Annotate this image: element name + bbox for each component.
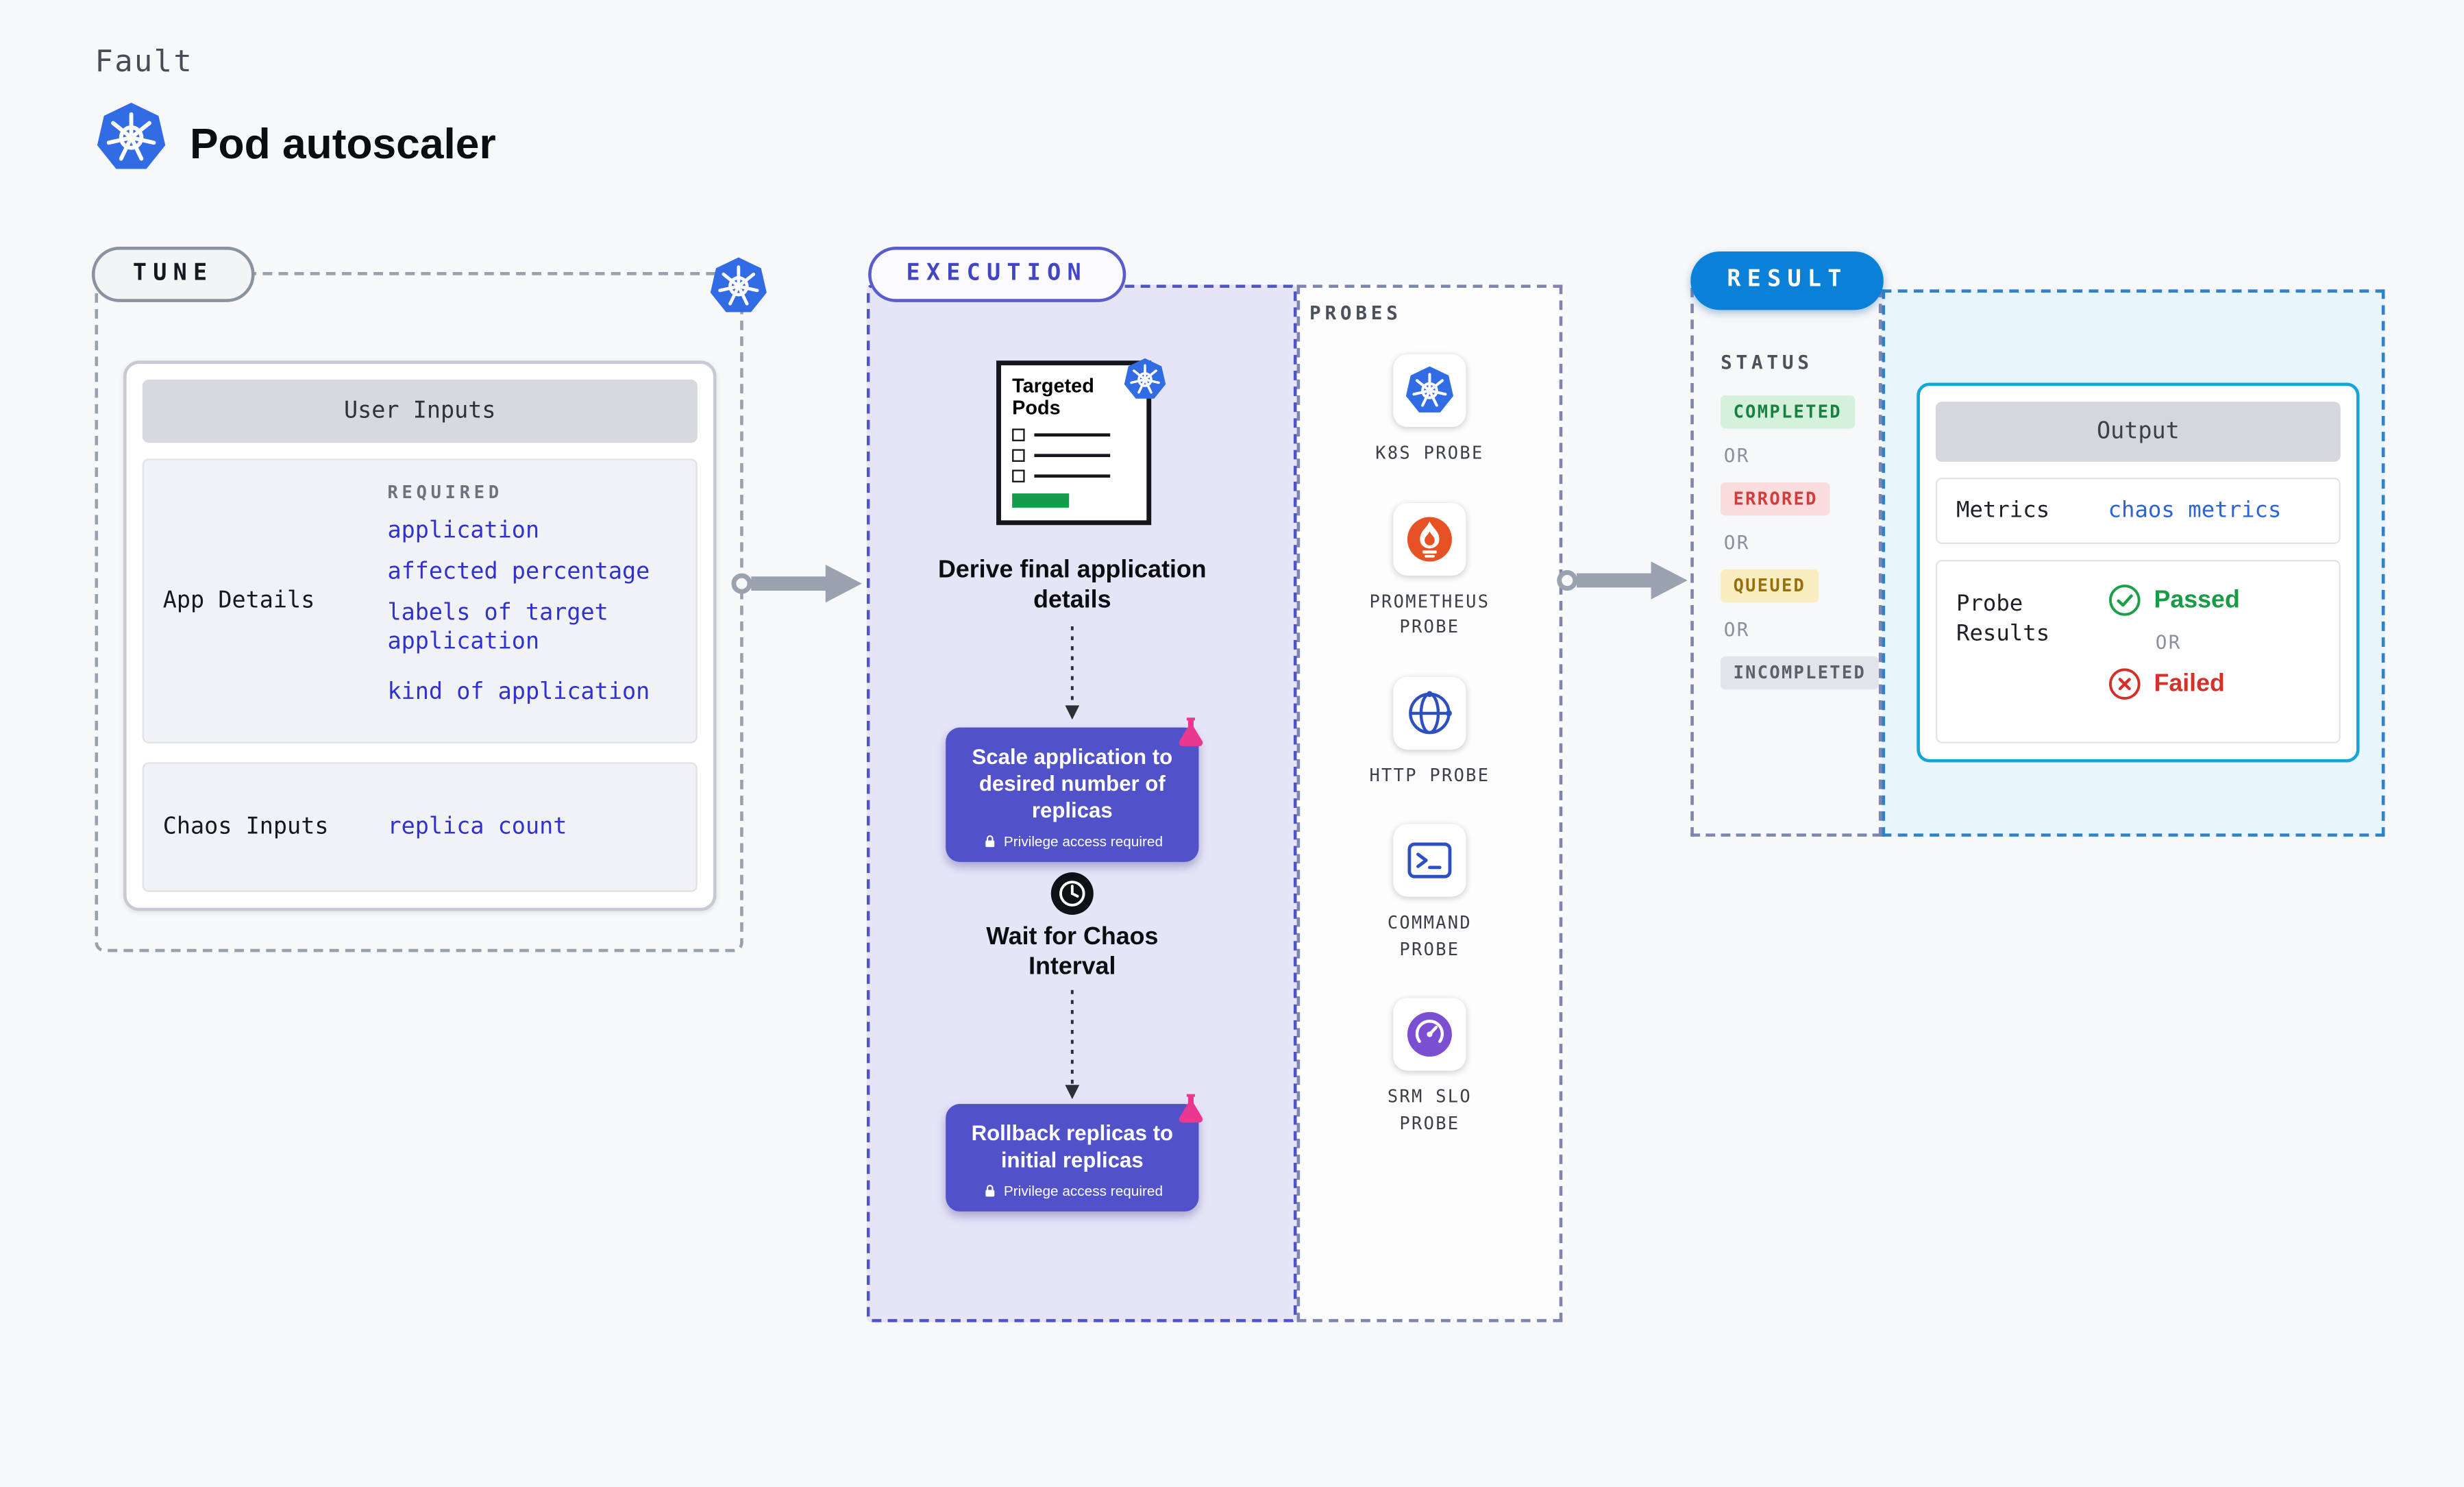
- list-line: [1034, 474, 1111, 478]
- rollback-step-box: Rollback replicas to initial replicas Pr…: [946, 1103, 1199, 1212]
- scale-step-title: Scale application to desired number of r…: [972, 745, 1173, 823]
- privilege-badge-text: Privilege access required: [1003, 1183, 1163, 1200]
- lock-icon: [982, 1183, 998, 1199]
- globe-probe-icon: [1393, 676, 1466, 749]
- required-label: REQUIRED: [387, 482, 503, 503]
- checkbox-icon: [1012, 428, 1025, 441]
- link-replica-count[interactable]: replica count: [387, 814, 567, 840]
- list-line: [1034, 453, 1111, 457]
- status-badge-incompleted: INCOMPLETED: [1721, 656, 1879, 690]
- prometheus-probe-icon: [1393, 502, 1466, 575]
- privilege-badge: Privilege access required: [961, 1183, 1183, 1200]
- checklist-row: [1012, 448, 1135, 462]
- app-details-links: REQUIRED application affected percentage…: [387, 482, 676, 720]
- app-details-label: App Details: [162, 588, 315, 614]
- link-affected-percentage[interactable]: affected percentage: [387, 560, 650, 585]
- status-badge-completed: COMPLETED: [1721, 395, 1855, 429]
- probe-item-srm-slo: SRM SLO PROBE: [1363, 998, 1496, 1137]
- chaos-inputs-label: Chaos Inputs: [162, 814, 329, 840]
- rollback-step-title: Rollback replicas to initial replicas: [971, 1121, 1173, 1172]
- user-inputs-card: User Inputs App Details REQUIRED applica…: [123, 360, 717, 911]
- app-details-box: App Details REQUIRED application affecte…: [142, 458, 698, 744]
- kubernetes-logo-icon: [95, 101, 167, 174]
- probe-label: COMMAND PROBE: [1387, 912, 1472, 959]
- output-title: Output: [1935, 402, 2341, 462]
- gauge-probe-icon: [1393, 998, 1466, 1071]
- link-labels-of-target-application[interactable]: labels of target application: [387, 601, 608, 655]
- kubernetes-icon: [709, 256, 769, 317]
- fault-kind-label: Fault: [95, 44, 194, 79]
- x-circle-icon: [2108, 667, 2141, 700]
- dotted-connector-arrow: [1065, 990, 1080, 1100]
- metrics-row: Metrics chaos metrics: [1935, 478, 2341, 544]
- chaos-flask-icon: [1174, 715, 1209, 750]
- or-label: OR: [2155, 630, 2182, 654]
- probes-list: K8S PROBE PROMETHEUS PROBE HTTP PROBE CO…: [1297, 284, 1563, 1322]
- probe-item-command: COMMAND PROBE: [1363, 824, 1496, 963]
- targeted-pods-title: Targeted Pods: [1012, 374, 1094, 420]
- tune-section: [95, 271, 743, 953]
- link-kind-of-application[interactable]: kind of application: [387, 680, 650, 706]
- probe-item-http: HTTP PROBE: [1363, 676, 1496, 789]
- result-output-section: Output Metrics chaos metrics Probe Resul…: [1882, 289, 2385, 837]
- probe-label: HTTP PROBE: [1369, 764, 1490, 785]
- privilege-badge: Privilege access required: [961, 834, 1183, 850]
- link-application[interactable]: application: [387, 519, 540, 544]
- probe-label: SRM SLO PROBE: [1387, 1086, 1472, 1133]
- checkbox-icon: [1012, 469, 1025, 482]
- probe-item-k8s: K8S PROBE: [1363, 354, 1496, 467]
- kubernetes-probe-icon: [1393, 354, 1466, 428]
- probes-section-label: PROBES: [1309, 302, 1402, 325]
- page-title: Pod autoscaler: [189, 120, 496, 168]
- check-circle-icon: [2108, 584, 2141, 617]
- terminal-probe-icon: [1393, 824, 1466, 897]
- checklist-row: [1012, 469, 1135, 482]
- wait-step-text: Wait for Chaos Interval: [986, 923, 1159, 981]
- flow-arrow-tune-to-execution: [730, 556, 866, 610]
- chaos-flask-icon: [1174, 1092, 1209, 1127]
- checklist-row: [1012, 428, 1135, 441]
- status-list: COMPLETED OR ERRORED OR QUEUED OR INCOMP…: [1721, 395, 1879, 690]
- user-inputs-title: User Inputs: [142, 379, 698, 443]
- checkbox-icon: [1012, 448, 1025, 462]
- failed-label: Failed: [2154, 669, 2225, 697]
- or-label: OR: [1723, 444, 1750, 467]
- tune-section-label: TUNE: [91, 247, 255, 302]
- probe-label: PROMETHEUS PROBE: [1369, 591, 1490, 638]
- clock-icon: [1050, 872, 1095, 916]
- kubernetes-icon: [1123, 358, 1168, 402]
- probe-results-row: Probe Results Passed OR Failed: [1935, 560, 2341, 744]
- failed-row: Failed: [2108, 667, 2240, 700]
- probe-label: K8S PROBE: [1375, 443, 1484, 464]
- probe-results-values: Passed OR Failed: [2108, 584, 2240, 723]
- status-badge-queued: QUEUED: [1721, 569, 1819, 603]
- lock-icon: [982, 834, 998, 850]
- execution-section-label: EXECUTION: [868, 247, 1126, 302]
- chaos-inputs-box: Chaos Inputs replica count: [142, 762, 698, 892]
- privilege-badge-text: Privilege access required: [1003, 834, 1163, 850]
- targeted-pods-card: Targeted Pods: [996, 360, 1152, 526]
- result-section-label: RESULT: [1690, 251, 1884, 310]
- derive-step-text: Derive final application details: [938, 556, 1207, 614]
- passed-row: Passed: [2108, 584, 2240, 617]
- status-badge-errored: ERRORED: [1721, 482, 1831, 516]
- or-label: OR: [1723, 618, 1750, 641]
- list-line: [1034, 432, 1111, 437]
- probes-section: [1296, 284, 1563, 1323]
- progress-bar: [1012, 493, 1070, 508]
- scale-step-box: Scale application to desired number of r…: [946, 727, 1199, 863]
- link-chaos-metrics[interactable]: chaos metrics: [2108, 498, 2282, 524]
- metrics-label: Metrics: [1956, 497, 2050, 523]
- dotted-connector-arrow: [1065, 626, 1080, 720]
- status-heading: STATUS: [1721, 351, 1813, 373]
- output-card: Output Metrics chaos metrics Probe Resul…: [1917, 382, 2360, 763]
- probe-results-label: Probe Results: [1956, 591, 2050, 647]
- probe-item-prometheus: PROMETHEUS PROBE: [1363, 502, 1496, 641]
- flow-arrow-execution-to-result: [1556, 554, 1692, 607]
- or-label: OR: [1723, 531, 1750, 554]
- passed-label: Passed: [2154, 586, 2240, 613]
